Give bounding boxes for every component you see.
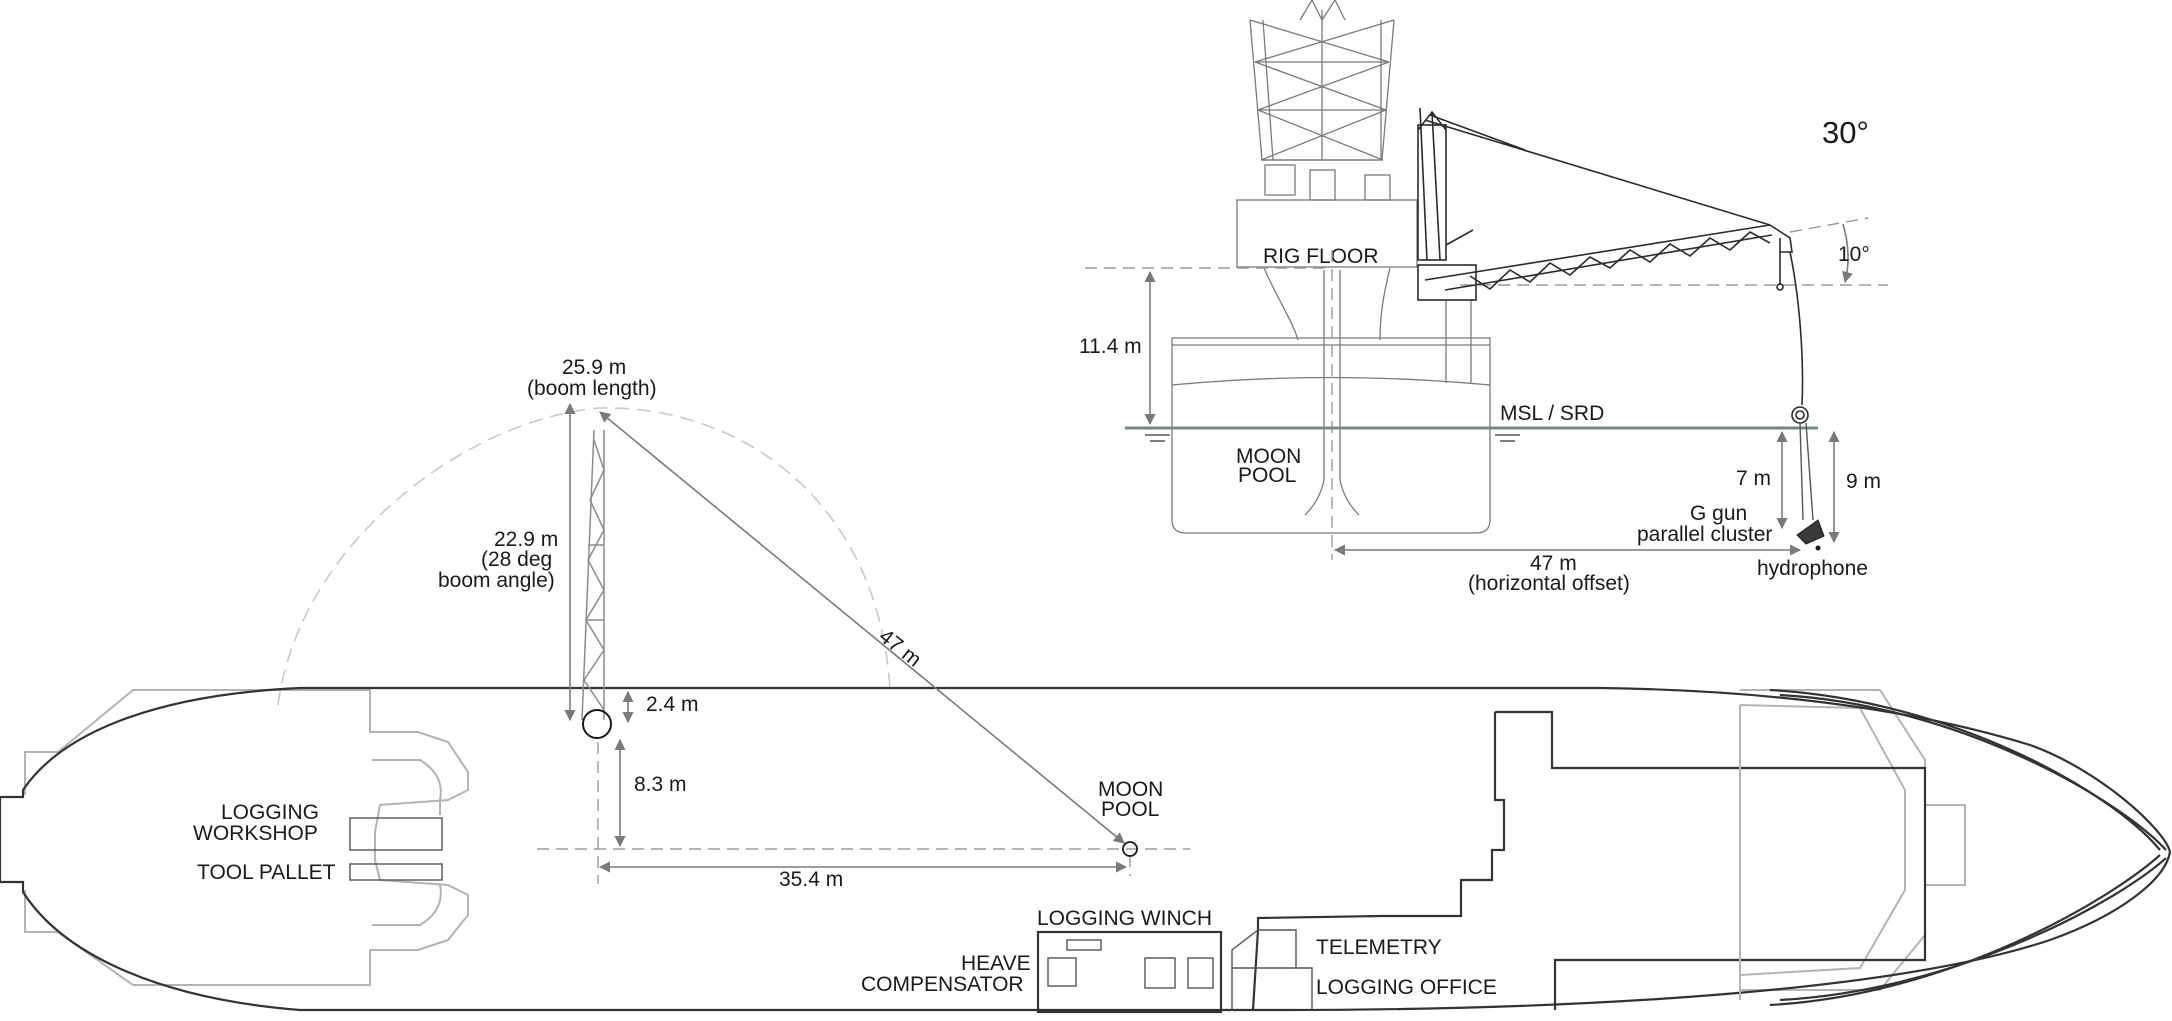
moon-pool-plan-label-2: POOL (1101, 798, 1159, 821)
horizontal-offset-caption: (horizontal offset) (1468, 572, 1630, 595)
crane-to-moonpool-label: 35.4 m (779, 868, 843, 891)
moon-pool-side-label-1: MOON (1236, 445, 1301, 468)
moon-pool-plan-marker (1122, 841, 1138, 857)
horizontal-offset-value: 47 m (1530, 552, 1577, 575)
crane-offset-label: 2.4 m (646, 693, 699, 716)
rig-floor-box (1236, 199, 1418, 268)
g-gun-label-2: parallel cluster (1637, 523, 1772, 546)
accommodation-outline (1251, 710, 1927, 1011)
rig-floor-label: RIG FLOOR (1263, 245, 1379, 268)
heave-compensator-label-2: COMPENSATOR (861, 973, 1024, 996)
top-angle-label: 30° (1822, 115, 1869, 150)
moon-pool-plan-label-1: MOON (1098, 778, 1163, 801)
logging-office-label: LOGGING OFFICE (1316, 976, 1497, 999)
g-gun-label-1: G gun (1690, 502, 1747, 525)
moon-pool-side-label-2: POOL (1238, 464, 1296, 487)
tool-pallet-label: TOOL PALLET (197, 861, 336, 884)
crane-side (1417, 107, 1809, 424)
boom-tip-angle-label: 10° (1838, 243, 1870, 266)
logging-workshop-label-2: WORKSHOP (193, 822, 318, 845)
hull-side-elevation (1171, 337, 1491, 534)
crane-centerline-label: 8.3 m (634, 773, 687, 796)
boom-height-label-2: (28 deg (481, 548, 552, 571)
boom-height-label-1: 22.9 m (494, 528, 558, 551)
telemetry-label: TELEMETRY (1316, 936, 1442, 959)
gun-depth-label: 7 m (1736, 467, 1771, 490)
plan-view: LOGGING WORKSHOP TOOL PALLET 22.9 m (28 … (0, 356, 2172, 1014)
logging-workshop-box (349, 817, 443, 851)
g-gun-cluster (1796, 519, 1825, 545)
logging-winch-label: LOGGING WINCH (1037, 907, 1212, 930)
msl-srd-label: MSL / SRD (1500, 402, 1604, 425)
heave-compensator-label-1: HEAVE (961, 952, 1031, 975)
hydrophone-label: hydrophone (1757, 557, 1868, 580)
tool-pallet-box (349, 863, 443, 881)
hydrophone-depth-label: 9 m (1846, 470, 1881, 493)
derrick (1249, 0, 1395, 201)
hull-plan-outline (0, 686, 2172, 1012)
hydrophone-marker (1815, 545, 1821, 551)
logging-winch-box (1036, 930, 1223, 1014)
boom-length-label-1: 25.9 m (562, 356, 626, 379)
crane-boom-plan (581, 429, 605, 721)
boom-height-label-3: boom angle) (438, 569, 555, 592)
side-elevation-view: RIG FLOOR MSL / SRD MOON POOL 11.4 m (1079, 0, 1888, 595)
rig-height-label: 11.4 m (1079, 335, 1142, 358)
logging-workshop-label-1: LOGGING (221, 801, 319, 824)
crane-swing-arc (277, 407, 891, 706)
boom-length-label-2: (boom length) (527, 377, 657, 400)
crane-pedestal (582, 709, 612, 739)
diagonal-distance-label: 47 m (875, 625, 926, 672)
